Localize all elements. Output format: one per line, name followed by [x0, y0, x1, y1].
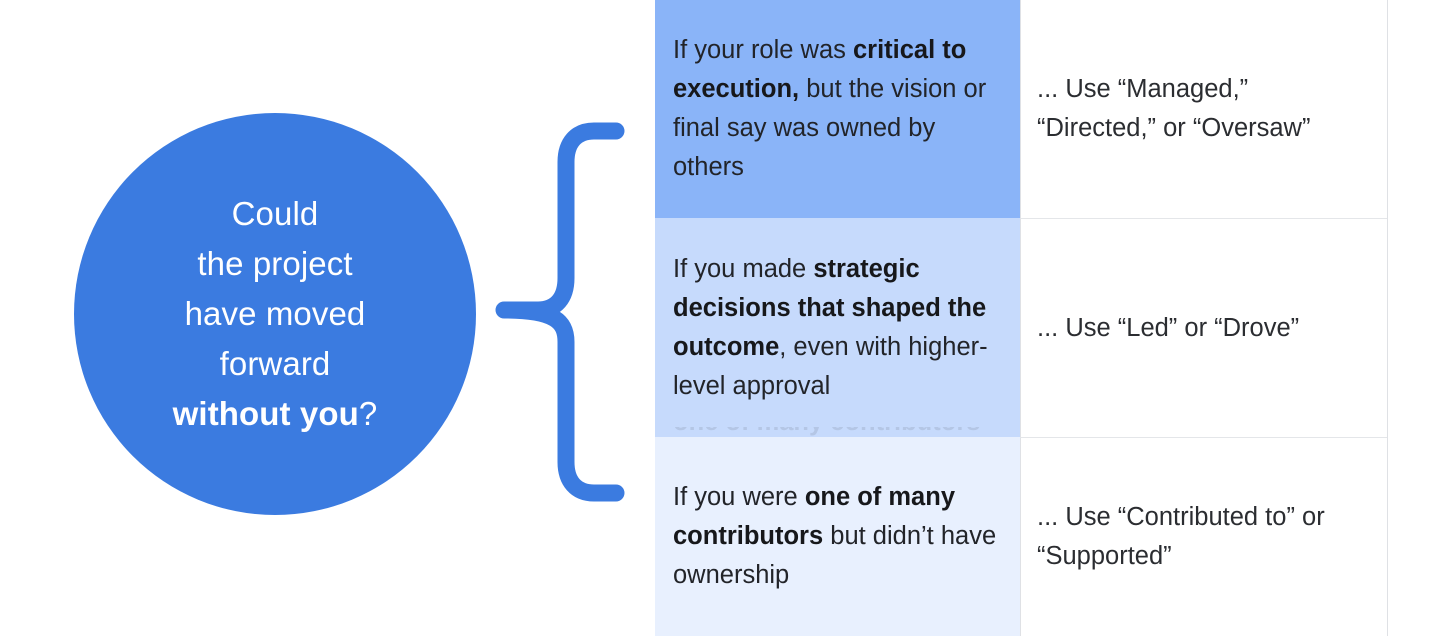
recommendation-text-1: ... Use “Managed,” “Directed,” or “Overs…	[1037, 75, 1311, 142]
table-row: If you were one of many contributors but…	[655, 437, 1387, 636]
recommendation-cell-2: ... Use “Led” or “Drove”	[1020, 218, 1387, 437]
brace-path	[495, 122, 625, 502]
question-circle-text: Could the project have moved forward wit…	[155, 189, 396, 439]
table-row: If your role was critical to execution, …	[655, 0, 1387, 218]
question-line-2: the project	[197, 245, 353, 282]
condition-cell-2: If you made strategic decisions that sha…	[655, 218, 1020, 437]
decision-table: If your role was critical to execution, …	[655, 0, 1388, 636]
condition-suffix-1: but the vision or final say was owned by…	[673, 75, 987, 181]
question-line-5: without you?	[173, 389, 378, 439]
question-line-1: Could	[231, 195, 319, 232]
question-circle: Could the project have moved forward wit…	[74, 113, 476, 515]
question-line-4: forward	[219, 345, 331, 382]
recommendation-cell-3: ... Use “Contributed to” or “Supported”	[1020, 437, 1387, 636]
condition-text-1: If your role was critical to execution, …	[673, 31, 998, 187]
curly-brace-connector	[495, 118, 628, 508]
condition-bold-1: critical to execution,	[673, 36, 967, 103]
condition-suffix-3: but didn’t have ownership	[673, 522, 997, 589]
condition-suffix-2: , even with higher-level approval	[673, 332, 988, 400]
recommendation-text-3: ... Use “Contributed to” or “Supported”	[1037, 503, 1325, 570]
question-emphasis-suffix: ?	[358, 395, 378, 432]
recommendation-cell-1: ... Use “Managed,” “Directed,” or “Overs…	[1020, 0, 1387, 218]
condition-cell-3: If you were one of many contributors but…	[655, 437, 1020, 636]
recommendation-text-2: ... Use “Led” or “Drove”	[1037, 313, 1300, 342]
condition-cell-1: If your role was critical to execution, …	[655, 0, 1020, 218]
question-line-3: have moved	[184, 295, 366, 332]
condition-prefix-1: If your role was	[673, 36, 853, 64]
question-emphasis: without you	[172, 395, 359, 432]
condition-bold-2: strategic decisions that shaped the outc…	[673, 254, 987, 361]
condition-text-3: If you were one of many contributors but…	[673, 478, 998, 595]
table-row: If you made strategic decisions that sha…	[655, 218, 1387, 437]
condition-prefix-3: If you were	[673, 483, 805, 511]
condition-prefix-2: If you made	[673, 254, 814, 283]
condition-text-2: If you made strategic decisions that sha…	[673, 250, 998, 406]
condition-bold-3: one of many contributors	[673, 483, 955, 550]
